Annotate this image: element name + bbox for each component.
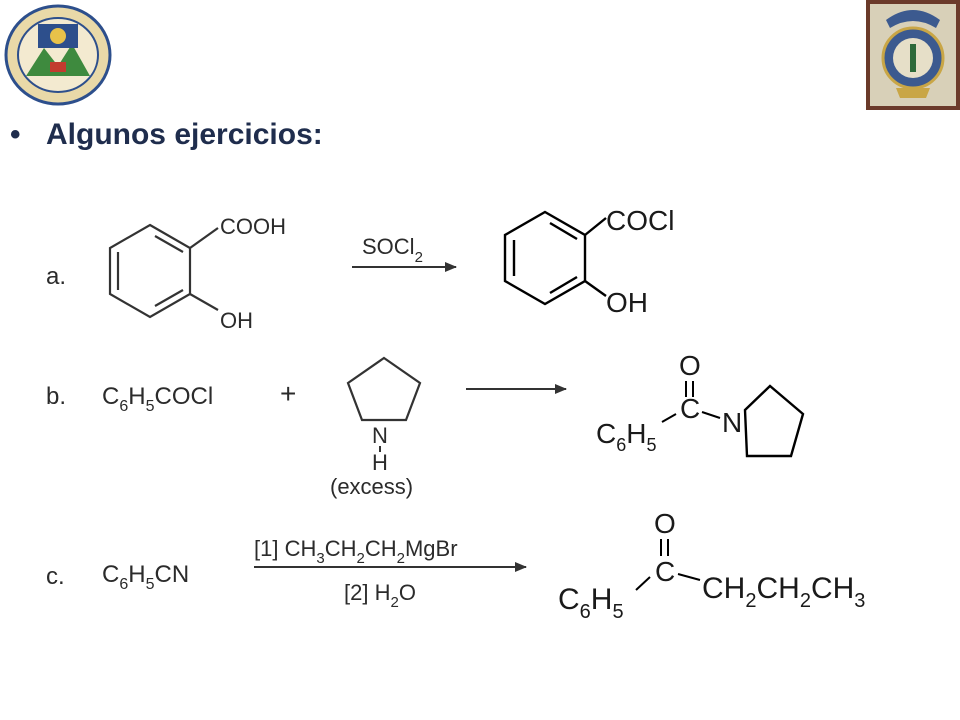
university-seal-logo <box>4 4 112 106</box>
exercise-b-label: b. <box>46 383 66 410</box>
product-c-phenyl: C6H5 <box>558 583 624 623</box>
slide-title-text: Algunos ejercicios: <box>46 118 323 151</box>
bullet-marker: • <box>10 118 21 151</box>
amine-h: H <box>372 450 388 475</box>
plus-sign: + <box>280 378 296 409</box>
product-c-oxygen: O <box>654 508 676 539</box>
product-c-carbon: C <box>655 556 675 587</box>
benzene-ring-a <box>108 223 219 319</box>
product-b: O C N C6H5 <box>596 350 805 458</box>
reactant-c-formula: C6H5CN <box>102 561 189 593</box>
excess-note: (excess) <box>330 474 413 499</box>
amine-n: N <box>372 423 388 448</box>
exercise-c-label: c. <box>46 563 65 590</box>
product-b-oxygen: O <box>679 350 701 381</box>
slide-title: • Algunos ejercicios: <box>10 118 323 152</box>
benzene-ring-product-a <box>503 210 607 306</box>
exercise-c: c. C6H5CN [1] CH3CH2CH2MgBr [2] H2O <box>46 536 527 611</box>
reactant-a-oh: OH <box>220 308 253 333</box>
product-a-cocl: COCl <box>606 205 674 236</box>
exercise-a-label: a. <box>46 263 66 290</box>
product-c-propyl-chain: CH2CH2CH3 <box>702 572 865 612</box>
product-b-pyrrolidine-ring <box>743 384 805 458</box>
product-a: COCl OH <box>503 205 674 318</box>
product-a-oh: OH <box>606 287 648 318</box>
exercise-a: a. COOH OH SOCl2 <box>46 214 457 333</box>
reagent-a-socl2: SOCl2 <box>362 234 423 266</box>
exercise-b: b. C6H5COCl + N H (excess) <box>46 356 567 499</box>
product-b-phenyl: C6H5 <box>596 418 657 455</box>
reactant-b-formula: C6H5COCl <box>102 383 213 415</box>
pyrrolidine-ring <box>346 356 422 422</box>
product-c: O C C6H5 CH2CH2CH3 <box>558 508 865 623</box>
product-b-nitrogen: N <box>722 407 742 438</box>
faculty-crest-logo <box>866 0 960 110</box>
reagent-c-step2: [2] H2O <box>344 580 416 611</box>
product-b-carbon: C <box>680 393 700 424</box>
reagent-c-step1: [1] CH3CH2CH2MgBr <box>254 536 458 567</box>
reactant-a-cooh: COOH <box>220 214 286 239</box>
